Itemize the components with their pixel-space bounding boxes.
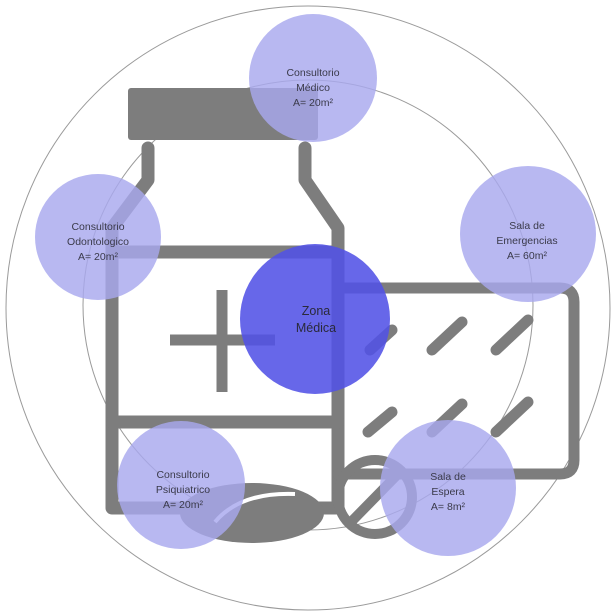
consultorio-odontologico-area: A= 20m²	[78, 251, 118, 263]
sala-espera-line2: Espera	[431, 486, 464, 498]
bubble-sala-espera	[380, 420, 516, 556]
consultorio-psiquiatrico-area: A= 20m²	[163, 499, 203, 511]
consultorio-medico-line2: Médico	[296, 82, 330, 94]
bubble-consultorio-psiquiatrico	[117, 421, 245, 549]
consultorio-medico-area: A= 20m²	[293, 97, 333, 109]
consultorio-odontologico-line2: Odontologico	[67, 236, 129, 248]
sala-emergencias-area: A= 60m²	[507, 250, 547, 262]
sala-espera-line1: Sala de	[430, 471, 466, 483]
outer-ring	[5, 5, 611, 611]
sala-emergencias-line2: Emergencias	[496, 235, 557, 247]
bubble-zona-medica	[240, 244, 390, 394]
consultorio-psiquiatrico-line1: Consultorio	[156, 469, 209, 481]
bubble-sala-emergencias	[460, 166, 596, 302]
center-label-line1: Zona	[302, 304, 331, 318]
sala-emergencias-line1: Sala de	[509, 220, 545, 232]
bubble-consultorio-medico	[249, 14, 377, 142]
center-label-line2: Médica	[296, 321, 336, 335]
consultorio-psiquiatrico-line2: Psiquiatrico	[156, 484, 210, 496]
consultorio-odontologico-line1: Consultorio	[71, 221, 124, 233]
sala-espera-area: A= 8m²	[431, 501, 466, 513]
bubble-consultorio-odontologico	[35, 174, 161, 300]
consultorio-medico-line1: Consultorio	[286, 67, 339, 79]
